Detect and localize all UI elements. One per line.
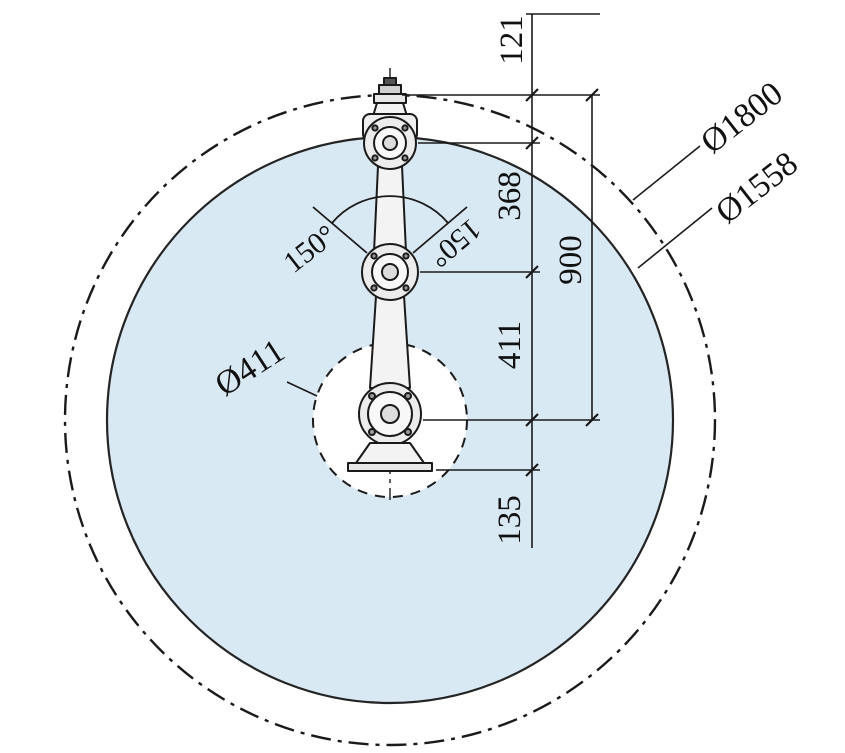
dim-label-135: 135 [492, 495, 528, 545]
dim-label-900: 900 [553, 235, 589, 285]
lower-arm-link [369, 295, 411, 389]
wrist-joint [363, 116, 417, 170]
robot-top-view [347, 68, 433, 500]
upper-arm-link [373, 165, 407, 253]
dim-label-411: 411 [492, 321, 528, 369]
rotation-ray-left [312, 206, 368, 254]
dimension-lines [402, 13, 600, 548]
rotation-range-indicator [312, 195, 468, 254]
leader-dia-outer [632, 145, 701, 201]
base-plate [347, 442, 433, 472]
rotation-arc [331, 195, 449, 224]
dim-label-368: 368 [492, 171, 528, 221]
leader-dia-inner [286, 381, 318, 397]
leader-dia-envelope [637, 207, 713, 269]
elbow-joint [361, 243, 419, 301]
diameter-callouts [286, 145, 713, 397]
base-joint [358, 382, 422, 446]
dim-label-121: 121 [494, 15, 530, 65]
dia-label-envelope: Ø1558 [709, 145, 805, 231]
dia-label-outer: Ø1800 [694, 75, 790, 161]
dim-tick-marks [525, 88, 599, 477]
rotation-ray-right [412, 206, 468, 254]
